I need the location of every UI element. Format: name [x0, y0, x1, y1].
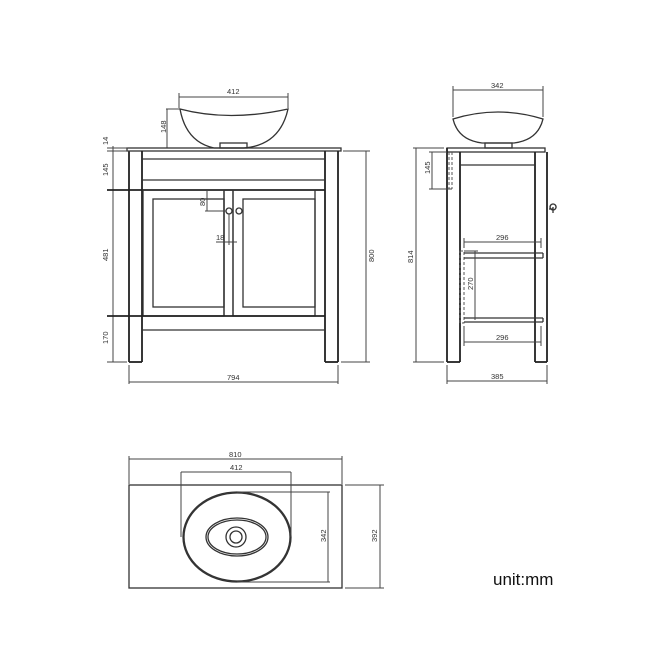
side-knob	[549, 203, 557, 213]
dim-shelf-depth-top: 296	[496, 233, 509, 242]
top-basin-inner	[205, 517, 269, 557]
top-countertop	[128, 484, 343, 589]
dim-basin-height: 148	[159, 120, 168, 133]
dim-side-drawer-height: 145	[423, 161, 432, 174]
dim-shelf-spacing: 270	[466, 277, 475, 290]
dim-total-depth: 385	[491, 372, 504, 381]
dim-leg-height: 170	[101, 331, 110, 344]
front-door-right	[232, 189, 316, 317]
door-knob-right	[235, 207, 243, 215]
dim-top-basin-width: 412	[230, 463, 243, 472]
front-basin	[179, 108, 289, 149]
unit-label: unit:mm	[493, 570, 554, 589]
top-drain	[225, 526, 247, 548]
dim-basin-width: 412	[227, 87, 240, 96]
dim-total-height: 800	[367, 249, 376, 262]
front-countertop	[126, 147, 342, 152]
dim-handle-offset: 80	[198, 198, 207, 206]
front-door-left	[142, 189, 225, 317]
top-view: 810 412 342 392	[128, 450, 384, 589]
front-view: 412 148 80 18	[101, 87, 376, 384]
dim-top-width: 810	[229, 450, 242, 459]
dim-top-thickness: 14	[101, 137, 110, 145]
dim-side-total-height: 814	[406, 250, 415, 263]
door-knob-left	[225, 207, 233, 215]
dim-top-basin-depth: 342	[319, 529, 328, 542]
dim-door-height: 481	[101, 248, 110, 261]
dim-handle-length: 18	[216, 233, 224, 242]
dim-drawer-height: 145	[101, 163, 110, 176]
basin-drain	[219, 142, 248, 149]
side-basin	[452, 111, 544, 144]
side-view: 342 145 270 296	[406, 81, 557, 384]
dim-basin-depth: 342	[491, 81, 504, 90]
dim-total-width: 794	[227, 373, 240, 382]
dim-shelf-depth-bottom: 296	[496, 333, 509, 342]
dim-top-depth: 392	[370, 529, 379, 542]
